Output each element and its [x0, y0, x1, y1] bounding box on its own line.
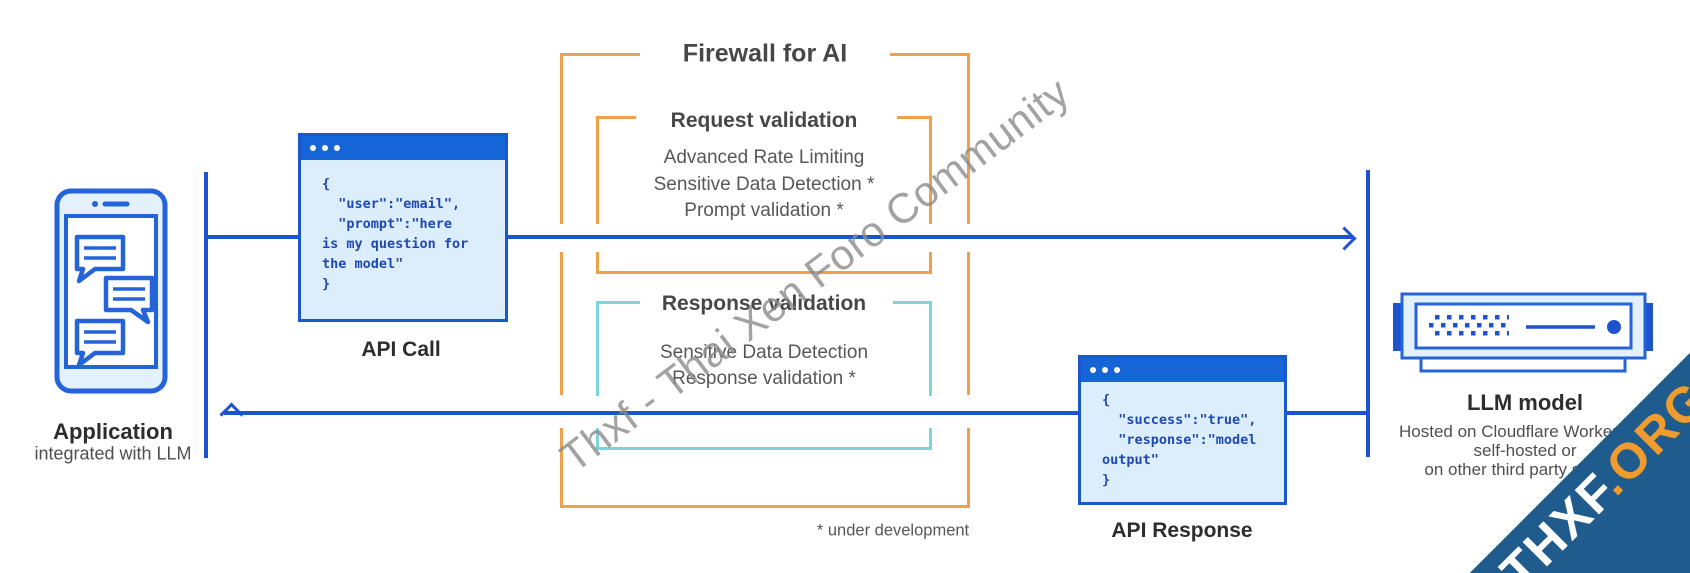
llm-model-subtitle-line: Hosted on Cloudflare Workers AI,	[1399, 422, 1651, 441]
window-dot-icon	[1102, 367, 1108, 373]
response-validation-title: Response validation	[661, 292, 867, 315]
right-lifeline	[1366, 170, 1370, 457]
application-title: Application	[53, 419, 173, 444]
api-call-window: { "user":"email", "prompt":"here is my q…	[298, 133, 508, 322]
api-response-label: API Response	[1111, 519, 1253, 542]
application-phone-icon	[54, 188, 168, 394]
request-item: Sensitive Data Detection *	[653, 174, 875, 195]
request-arrow-line	[205, 235, 1352, 239]
request-validation-title: Request validation	[670, 109, 858, 132]
llm-model-caption: LLM model Hosted on Cloudflare Workers A…	[1364, 390, 1686, 480]
application-subtitle: integrated with LLM	[34, 443, 192, 464]
llm-server-icon	[1393, 292, 1653, 373]
window-dot-icon	[310, 145, 316, 151]
window-titlebar	[1081, 358, 1284, 382]
response-item: Sensitive Data Detection	[659, 342, 869, 363]
response-arrow-line	[224, 411, 1368, 415]
firewall-title: Firewall for AI	[682, 39, 848, 68]
under-development-footnote: * under development	[816, 521, 970, 540]
api-response-code: { "success":"true", "response":"model ou…	[1102, 392, 1257, 488]
window-dot-icon	[334, 145, 340, 151]
window-titlebar	[301, 136, 505, 160]
llm-model-subtitle-line: self-hosted or	[1473, 441, 1577, 461]
request-item: Prompt validation *	[684, 200, 844, 221]
llm-model-title: LLM model	[1466, 390, 1584, 415]
left-lifeline	[204, 172, 208, 458]
window-dot-icon	[322, 145, 328, 151]
window-dot-icon	[1090, 367, 1096, 373]
response-arrow-head-icon	[219, 402, 244, 427]
api-response-window: { "success":"true", "response":"model ou…	[1078, 355, 1287, 505]
request-item: Advanced Rate Limiting	[663, 147, 865, 168]
api-call-label: API Call	[361, 338, 441, 361]
api-call-code: { "user":"email", "prompt":"here is my q…	[322, 176, 469, 292]
window-dot-icon	[1114, 367, 1120, 373]
request-arrow-head-icon	[1332, 226, 1357, 251]
response-item: Response validation *	[672, 368, 856, 389]
